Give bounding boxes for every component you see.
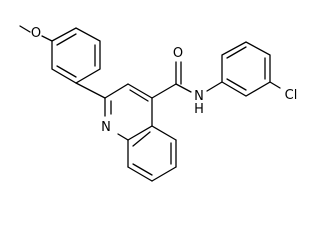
bond-oxygen-aryl (41, 35, 53, 42)
carbonyl-oxygen-label: O (173, 46, 183, 61)
bond-c4-carbonyl (151, 83, 177, 99)
bond-lines (19, 25, 281, 182)
bond-c8a-n1 (117, 133, 129, 141)
quinoline-nitrogen-label: N (101, 120, 111, 135)
bond-aryl-chlorine (269, 81, 281, 89)
bond-c4a-c8a (127, 125, 153, 141)
bond-carbonyl-nitrogen (175, 83, 192, 93)
bond-c3-c4 (127, 83, 153, 99)
methoxy-oxygen-label: O (31, 26, 41, 41)
chlorine-label: Cl (285, 88, 298, 103)
chemical-structure-diagram: O O N H Cl N (19, 25, 297, 182)
bond-methyl-oxygen (19, 25, 31, 33)
bond-c6-c7 (151, 166, 177, 182)
chlorophenyl-double-bond-3 (226, 78, 247, 91)
bond-nitrogen-aryl (206, 81, 223, 92)
atom-labels: O O N H Cl N (31, 26, 297, 135)
bond-c4a-c5 (151, 125, 177, 141)
chlorophenyl-double-bond-1 (226, 46, 247, 59)
bond-aryl-quinoline (75, 82, 106, 99)
bond-c4a-c8a-double (132, 131, 151, 147)
amide-hydrogen-label: H (194, 102, 204, 117)
amide-nitrogen-label: N (194, 89, 204, 104)
chlorophenyl-ring (221, 41, 271, 97)
methoxyphenyl-ring (51, 27, 101, 84)
bond-c2-c3 (104, 83, 129, 99)
methoxyphenyl-double-bond-3 (56, 65, 77, 78)
bond-c3-c4-double (129, 89, 149, 102)
methoxyphenyl-double-bond-1 (56, 33, 77, 46)
bond-c7-c8 (127, 166, 153, 182)
bond-c7-c8-double (132, 163, 153, 176)
